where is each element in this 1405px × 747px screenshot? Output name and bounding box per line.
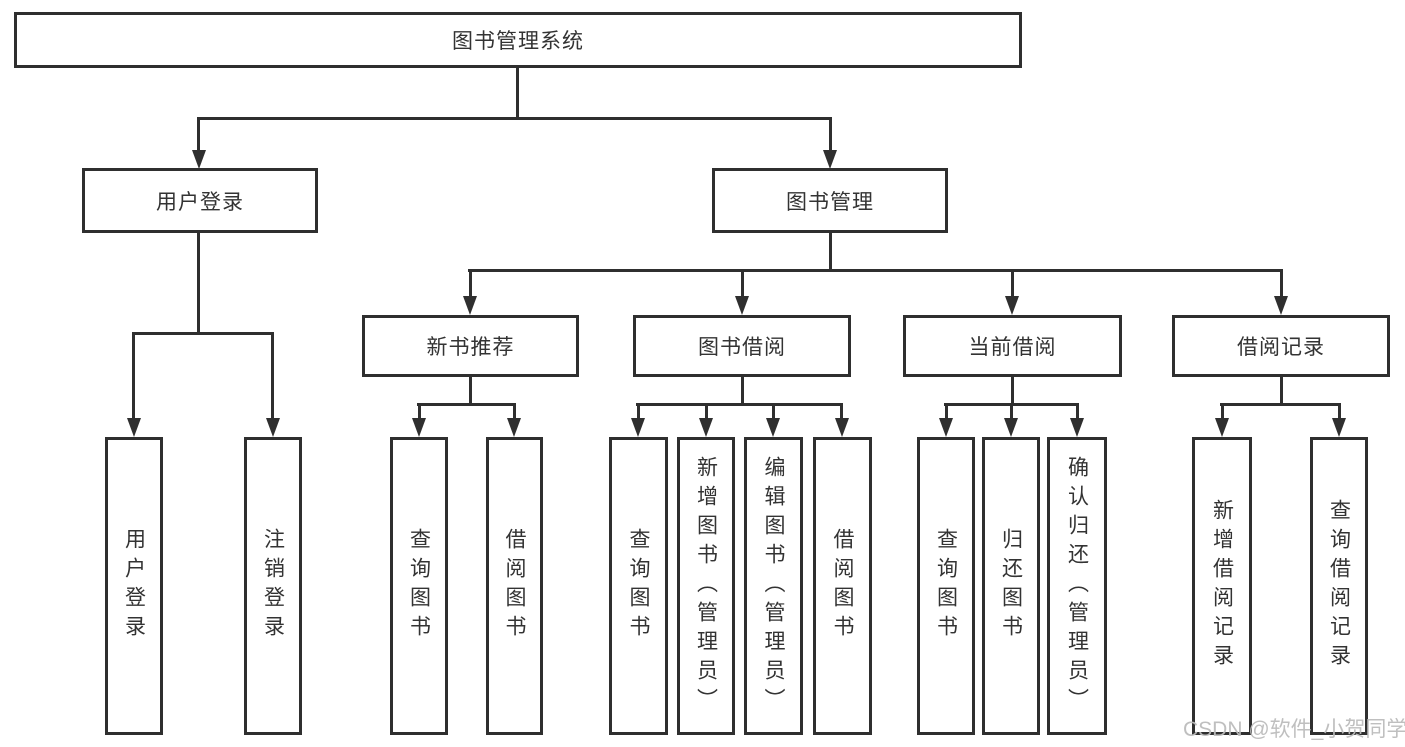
connector-line xyxy=(418,403,421,418)
connector-line xyxy=(417,403,516,406)
connector-line xyxy=(197,233,200,333)
node-borrow-records: 借阅记录 xyxy=(1172,315,1390,377)
connector-line xyxy=(1280,377,1283,405)
arrowhead-icon xyxy=(463,296,477,315)
connector-line xyxy=(516,68,519,119)
connector-line xyxy=(271,332,274,418)
node-new-book-rec-label: 新书推荐 xyxy=(426,336,515,359)
arrowhead-icon xyxy=(699,418,713,437)
connector-line xyxy=(1011,377,1014,405)
connector-line xyxy=(829,117,832,151)
connector-line xyxy=(741,269,744,296)
connector-line xyxy=(132,332,135,418)
arrowhead-icon xyxy=(1004,418,1018,437)
connector-line xyxy=(1280,269,1283,296)
leaf-bor-add-books-admin-label: 新增图书（管理员） xyxy=(694,455,718,717)
arrowhead-icon xyxy=(1005,296,1019,315)
node-root-label: 图书管理系统 xyxy=(452,30,584,53)
leaf-logout: 注销登录 xyxy=(244,437,302,735)
arrowhead-icon xyxy=(1070,418,1084,437)
arrowhead-icon xyxy=(835,418,849,437)
connector-line xyxy=(829,233,832,272)
leaf-bor-query-books-label: 查询图书 xyxy=(627,528,650,644)
leaf-bor-borrow-books: 借阅图书 xyxy=(813,437,872,735)
connector-line xyxy=(840,403,843,418)
leaf-logout-label: 注销登录 xyxy=(261,528,285,644)
connector-line xyxy=(1011,269,1014,296)
arrowhead-icon xyxy=(266,418,280,437)
leaf-bor-query-books: 查询图书 xyxy=(609,437,668,735)
arrowhead-icon xyxy=(127,418,141,437)
leaf-cur-query-books: 查询图书 xyxy=(917,437,975,735)
connector-line xyxy=(945,403,948,418)
node-root: 图书管理系统 xyxy=(14,12,1022,68)
leaf-recd-add-record-label: 新增借阅记录 xyxy=(1210,499,1234,673)
leaf-rec-query-books: 查询图书 xyxy=(390,437,448,735)
connector-line xyxy=(1338,403,1341,418)
arrowhead-icon xyxy=(412,418,426,437)
arrowhead-icon xyxy=(507,418,521,437)
arrowhead-icon xyxy=(939,418,953,437)
connector-line xyxy=(637,403,640,418)
leaf-rec-borrow-books-label: 借阅图书 xyxy=(503,528,526,644)
leaf-user-login: 用户登录 xyxy=(105,437,163,735)
leaf-cur-confirm-return-admin-label: 确认归还（管理员） xyxy=(1065,455,1089,717)
connector-line xyxy=(468,269,1282,272)
node-book-borrow-label: 图书借阅 xyxy=(698,336,786,359)
leaf-bor-edit-books-admin: 编辑图书（管理员） xyxy=(744,437,803,735)
arrowhead-icon xyxy=(631,418,645,437)
node-book-mgmt: 图书管理 xyxy=(712,168,948,233)
leaf-cur-return-books-label: 归还图书 xyxy=(999,528,1023,644)
csdn-watermark: CSDN @软件_小贺同学 xyxy=(1183,718,1405,741)
connector-line xyxy=(513,403,516,418)
leaf-recd-query-record: 查询借阅记录 xyxy=(1310,437,1368,735)
connector-line xyxy=(636,403,843,406)
connector-line xyxy=(1076,403,1079,418)
node-user-login-label: 用户登录 xyxy=(156,190,244,214)
node-new-book-rec: 新书推荐 xyxy=(362,315,579,377)
arrowhead-icon xyxy=(766,418,780,437)
leaf-cur-query-books-label: 查询图书 xyxy=(934,528,958,644)
leaf-cur-return-books: 归还图书 xyxy=(982,437,1040,735)
node-book-mgmt-label: 图书管理 xyxy=(786,190,874,214)
leaf-bor-borrow-books-label: 借阅图书 xyxy=(831,528,854,644)
arrowhead-icon xyxy=(823,150,837,169)
connector-line xyxy=(1220,403,1341,406)
connector-line xyxy=(741,377,744,405)
arrowhead-icon xyxy=(1332,418,1346,437)
node-current-borrow: 当前借阅 xyxy=(903,315,1122,377)
connector-line xyxy=(705,403,708,418)
arrowhead-icon xyxy=(192,150,206,169)
node-borrow-records-label: 借阅记录 xyxy=(1237,336,1325,359)
connector-line xyxy=(1010,403,1013,418)
connector-line xyxy=(197,117,831,120)
connector-line xyxy=(197,117,200,151)
node-current-borrow-label: 当前借阅 xyxy=(968,336,1057,359)
connector-line xyxy=(132,332,274,335)
connector-line xyxy=(469,377,472,405)
node-book-borrow: 图书借阅 xyxy=(633,315,851,377)
arrowhead-icon xyxy=(735,296,749,315)
connector-line xyxy=(772,403,775,418)
leaf-bor-edit-books-admin-label: 编辑图书（管理员） xyxy=(762,455,785,717)
arrowhead-icon xyxy=(1215,418,1229,437)
node-user-login: 用户登录 xyxy=(82,168,318,233)
leaf-recd-add-record: 新增借阅记录 xyxy=(1192,437,1252,735)
leaf-rec-query-books-label: 查询图书 xyxy=(407,528,431,644)
leaf-cur-confirm-return-admin: 确认归还（管理员） xyxy=(1047,437,1107,735)
leaf-user-login-label: 用户登录 xyxy=(122,528,146,644)
leaf-recd-query-record-label: 查询借阅记录 xyxy=(1327,499,1351,673)
connector-line xyxy=(1221,403,1224,418)
arrowhead-icon xyxy=(1274,296,1288,315)
leaf-bor-add-books-admin: 新增图书（管理员） xyxy=(677,437,735,735)
connector-line xyxy=(469,269,472,296)
leaf-rec-borrow-books: 借阅图书 xyxy=(486,437,543,735)
